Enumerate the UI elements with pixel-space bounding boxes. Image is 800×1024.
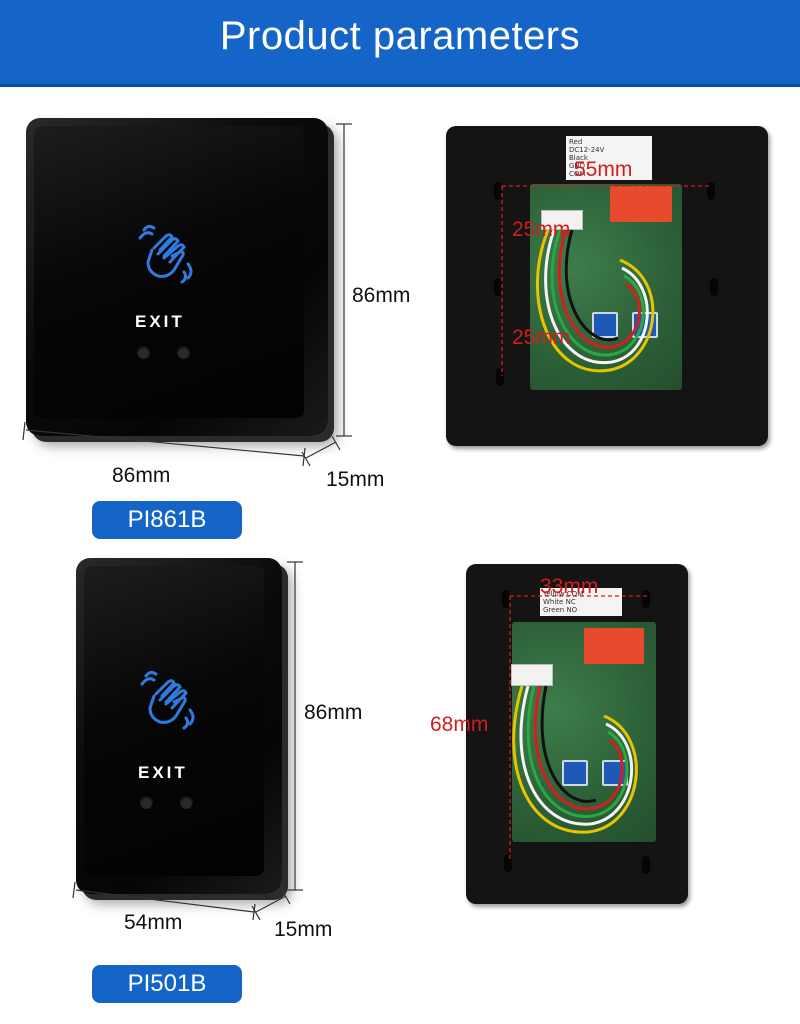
- pi861b-back-upper-label: 25mm: [512, 218, 571, 241]
- sticker-text: Green: [543, 606, 565, 614]
- pi501b-depth-label: 15mm: [274, 918, 333, 941]
- led-indicator-left: [137, 346, 150, 359]
- sticker-text: COM: [566, 590, 584, 598]
- mount-slot: [707, 182, 715, 200]
- hand-wave-icon: [140, 670, 195, 730]
- pi861b-depth-label: 15mm: [326, 468, 385, 491]
- header-banner: Product parameters: [0, 0, 800, 84]
- sticker-line: Green NO: [543, 606, 619, 614]
- mount-slot: [504, 854, 512, 872]
- mount-slot: [494, 182, 502, 200]
- sensitivity-potentiometer-left: [562, 760, 588, 786]
- sticker-text: Yellow: [543, 590, 565, 598]
- relay-module: [584, 628, 644, 664]
- sticker-line: Yellow COM: [543, 590, 619, 598]
- pi861b-wires: [535, 229, 655, 373]
- mount-slot: [494, 278, 502, 296]
- sticker-text: NO: [566, 606, 578, 614]
- pi861b-height-label: 86mm: [352, 284, 411, 307]
- pi861b-model-badge: PI861B: [92, 501, 242, 539]
- relay-module: [610, 186, 672, 222]
- led-indicator-left: [140, 796, 153, 809]
- pi501b-wires: [512, 685, 638, 834]
- pi501b-front-face: [84, 566, 264, 876]
- sticker-line: DC12-24V: [569, 146, 605, 154]
- mount-slot: [642, 856, 650, 874]
- mount-slot: [496, 368, 504, 386]
- pi861b-front-face: [34, 126, 304, 418]
- wiring-sticker: Red DC12-24V Black GND COM: [566, 136, 652, 180]
- mount-slot: [502, 590, 510, 608]
- sticker-line: Red: [569, 138, 583, 146]
- pi501b-back-width-label: 33mm: [540, 575, 599, 598]
- led-indicator-right: [177, 346, 190, 359]
- pi861b-back-width-label: 55mm: [574, 158, 633, 181]
- sensitivity-potentiometer-left: [592, 312, 618, 338]
- exit-label: EXIT: [138, 763, 188, 782]
- pi861b-front-device: [26, 118, 328, 436]
- pi501b-model-badge: PI501B: [92, 965, 242, 1003]
- pi501b-width-label: 54mm: [124, 911, 183, 934]
- sticker-line: Black: [569, 154, 588, 162]
- pi861b-width-label: 86mm: [112, 464, 171, 487]
- sticker-text: NC: [565, 598, 576, 606]
- sticker-line: GND: [569, 162, 586, 170]
- banner-underline: [0, 84, 800, 87]
- page-title: Product parameters: [219, 14, 581, 58]
- pi501b-back-height-label: 68mm: [430, 713, 489, 736]
- wire-connector: [541, 210, 583, 230]
- wire-connector: [511, 664, 553, 686]
- mount-slot: [642, 590, 650, 608]
- sensitivity-potentiometer-right: [602, 760, 628, 786]
- pi501b-front-device: [76, 558, 282, 894]
- led-indicator-right: [180, 796, 193, 809]
- sticker-text: White: [543, 598, 564, 606]
- wiring-sticker: Yellow COM White NC Green NO: [540, 588, 622, 616]
- pi501b-height-label: 86mm: [304, 701, 363, 724]
- sticker-line: COM: [569, 170, 586, 178]
- hand-wave-icon: [138, 224, 193, 284]
- exit-label: EXIT: [135, 312, 185, 331]
- mount-slot: [710, 278, 718, 296]
- sticker-line: White NC: [543, 598, 619, 606]
- pi861b-back-lower-label: 25mm: [512, 326, 571, 349]
